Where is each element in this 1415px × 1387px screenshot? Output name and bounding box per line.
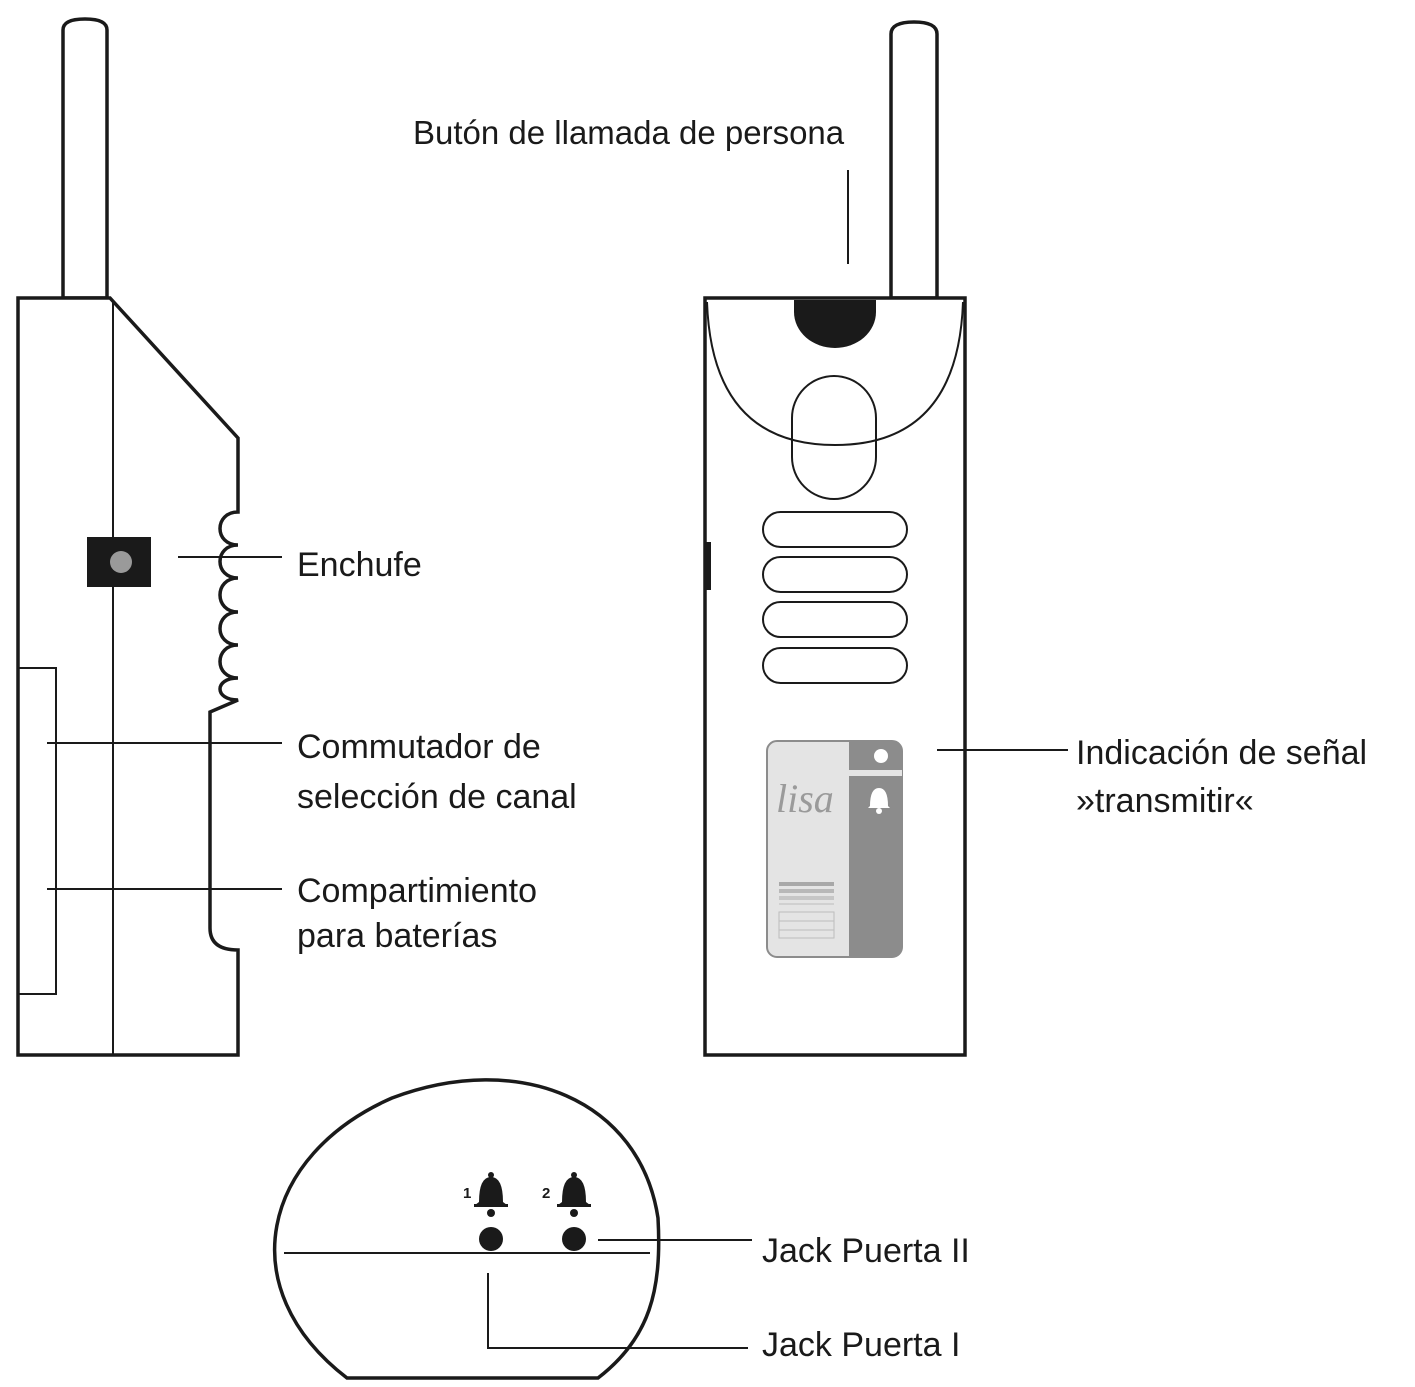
channel-switch-label-line1: Commutador de: [297, 728, 541, 766]
channel-switch-label-line2: selección de canal: [297, 778, 577, 816]
grille-slot: [762, 647, 908, 684]
signal-dot-icon: [874, 749, 888, 763]
jack-door-1-leader-line: [487, 1273, 748, 1349]
grille-slot: [762, 511, 908, 548]
side-view: [16, 17, 282, 1057]
socket-label: Enchufe: [297, 546, 422, 584]
call-button-label: Butón de llamada de persona: [413, 114, 845, 151]
jack-door-2-label: Jack Puerta II: [762, 1232, 970, 1270]
speaker-oval: [791, 375, 877, 500]
grille-slot: [762, 601, 908, 638]
side-antenna: [61, 17, 109, 300]
battery-label-line2: para baterías: [297, 917, 497, 955]
base-body: [272, 1078, 661, 1380]
bell-icon-2: [557, 1172, 591, 1207]
bell-2-dot-icon: [570, 1209, 578, 1217]
signal-panel: lisa: [766, 740, 903, 958]
bell-1-dot-icon: [487, 1209, 495, 1217]
speaker-grille: [762, 511, 908, 684]
grille-slot: [762, 556, 908, 593]
panel-stripes: [778, 882, 835, 939]
bell-icon-1: [474, 1172, 508, 1207]
side-body: [16, 296, 240, 1057]
signal-label-line2: »transmitir«: [1076, 782, 1254, 820]
bottom-view: 1 2: [272, 1078, 752, 1380]
brand-logo: lisa: [776, 776, 834, 821]
front-antenna: [889, 20, 939, 300]
bell-1-number: 1: [463, 1185, 471, 1202]
battery-label-line1: Compartimiento: [297, 872, 537, 910]
socket-jack: [87, 537, 151, 587]
front-view: lisa: [703, 20, 1068, 1057]
bell-icon: [868, 788, 890, 814]
dot-icon: [110, 551, 132, 573]
bell-2-number: 2: [542, 1185, 550, 1202]
side-button: [704, 542, 711, 590]
jack-door-1: [479, 1227, 503, 1251]
jack-door-1-label: Jack Puerta I: [762, 1326, 960, 1364]
call-button[interactable]: [794, 300, 876, 348]
signal-label-line1: Indicación de señal: [1076, 734, 1367, 772]
battery-compartment: [17, 667, 57, 995]
top-arc: [706, 301, 964, 447]
jack-door-2: [562, 1227, 586, 1251]
